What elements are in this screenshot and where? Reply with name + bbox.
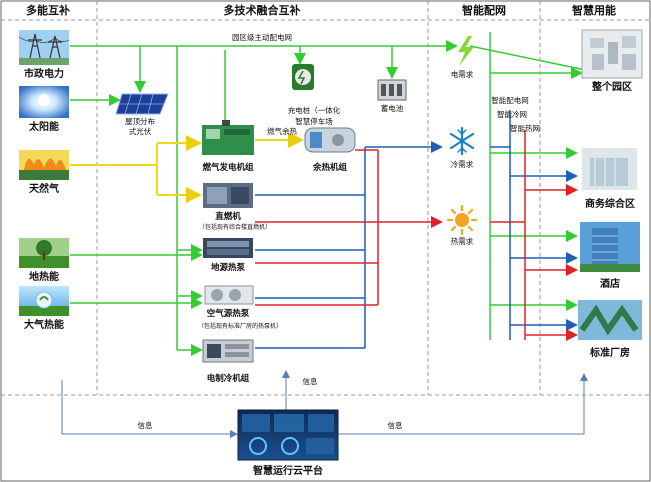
business-building-icon [582,148,637,190]
smart-cold-net-label: 智能冷网 [497,109,527,119]
factory-icon [578,300,642,340]
gas-generator-label: 燃气发电机组 [202,162,254,173]
info-center-label: 信息 [303,376,318,386]
source-air-label: 大气热能 [24,318,64,331]
source-grid-label: 市政电力 [24,67,64,80]
snowflake-icon [449,126,475,156]
air-heat-icon [19,286,69,316]
natural-gas-icon [19,150,69,180]
charger-label: 充电桩（一体化 [288,105,341,115]
battery-icon [377,79,407,101]
hotel-building-icon [580,222,640,272]
cloud-platform-label: 智慧运行云平台 [253,464,323,477]
consumer-hotel-label: 酒店 [600,277,620,290]
charging-station-icon [292,64,314,90]
section-header-smart-use: 智慧用能 [572,3,616,17]
gas-lines [70,132,304,203]
park-map-icon [581,29,643,79]
electric-chiller-icon [202,339,254,363]
cold-lines [255,110,578,349]
direct-fired-label: 直燃机 [215,211,241,222]
gas-generator-icon [202,120,254,155]
waste-heat-unit-icon [304,127,356,153]
charger-label-2: 智慧停车场 [295,116,333,126]
pv-label-2: 式光伏 [129,126,152,136]
lightning-icon [458,36,474,66]
consumer-factory-label: 标准厂房 [589,346,630,359]
smart-grid-net-label: 智能配电网 [491,95,529,105]
cloud-platform-screen [237,409,339,461]
info-lines [61,370,588,438]
consumer-business-label: 商务综合区 [585,197,635,210]
electric-demand-label: 电需求 [451,69,474,79]
section-header-tech-fusion: 多技术融合互补 [224,3,301,17]
section-header-multi-energy: 多能互补 [26,3,70,17]
info-right-label: 信息 [388,420,403,430]
pv-panel-icon [115,93,169,115]
geothermal-icon [19,238,69,268]
battery-label: 蓄电池 [381,103,404,113]
air-heat-pump-label: 空气源热泵 [207,308,250,319]
park-grid-label: 园区级主动配电网 [232,32,292,42]
source-solar-label: 太阳能 [28,120,59,133]
grid-power-icon [18,30,70,65]
direct-fired-unit-icon [203,183,253,208]
source-gas-label: 天然气 [29,182,59,195]
air-heat-pump-note: （包括现有标准厂房的热泵机） [198,322,282,330]
heat-lines [255,130,578,341]
electric-chiller-label: 电制冷机组 [207,373,250,384]
source-geothermal-label: 地热能 [29,270,59,283]
section-header-smart-grid: 智能配网 [462,3,506,17]
heat-demand-label: 热需求 [451,236,474,246]
smart-heat-net-label: 智能热网 [510,123,540,133]
direct-fired-note: （包括现有综合楼直燃机） [199,223,271,231]
waste-heat-unit-label: 余热机组 [312,162,348,173]
info-left-label: 信息 [138,420,153,430]
pv-label: 屋顶分布 [125,116,155,126]
sun-heat-icon [446,204,478,236]
ground-heat-pump-label: 地源热泵 [211,262,246,273]
electric-lines [70,32,603,356]
air-heat-pump-icon [204,285,254,305]
cold-demand-label: 冷需求 [451,159,474,169]
solar-icon [19,86,69,118]
waste-heat-label: 燃气余热 [267,126,297,136]
consumer-park-label: 整个园区 [591,80,632,93]
ground-heat-pump-icon [203,238,253,258]
